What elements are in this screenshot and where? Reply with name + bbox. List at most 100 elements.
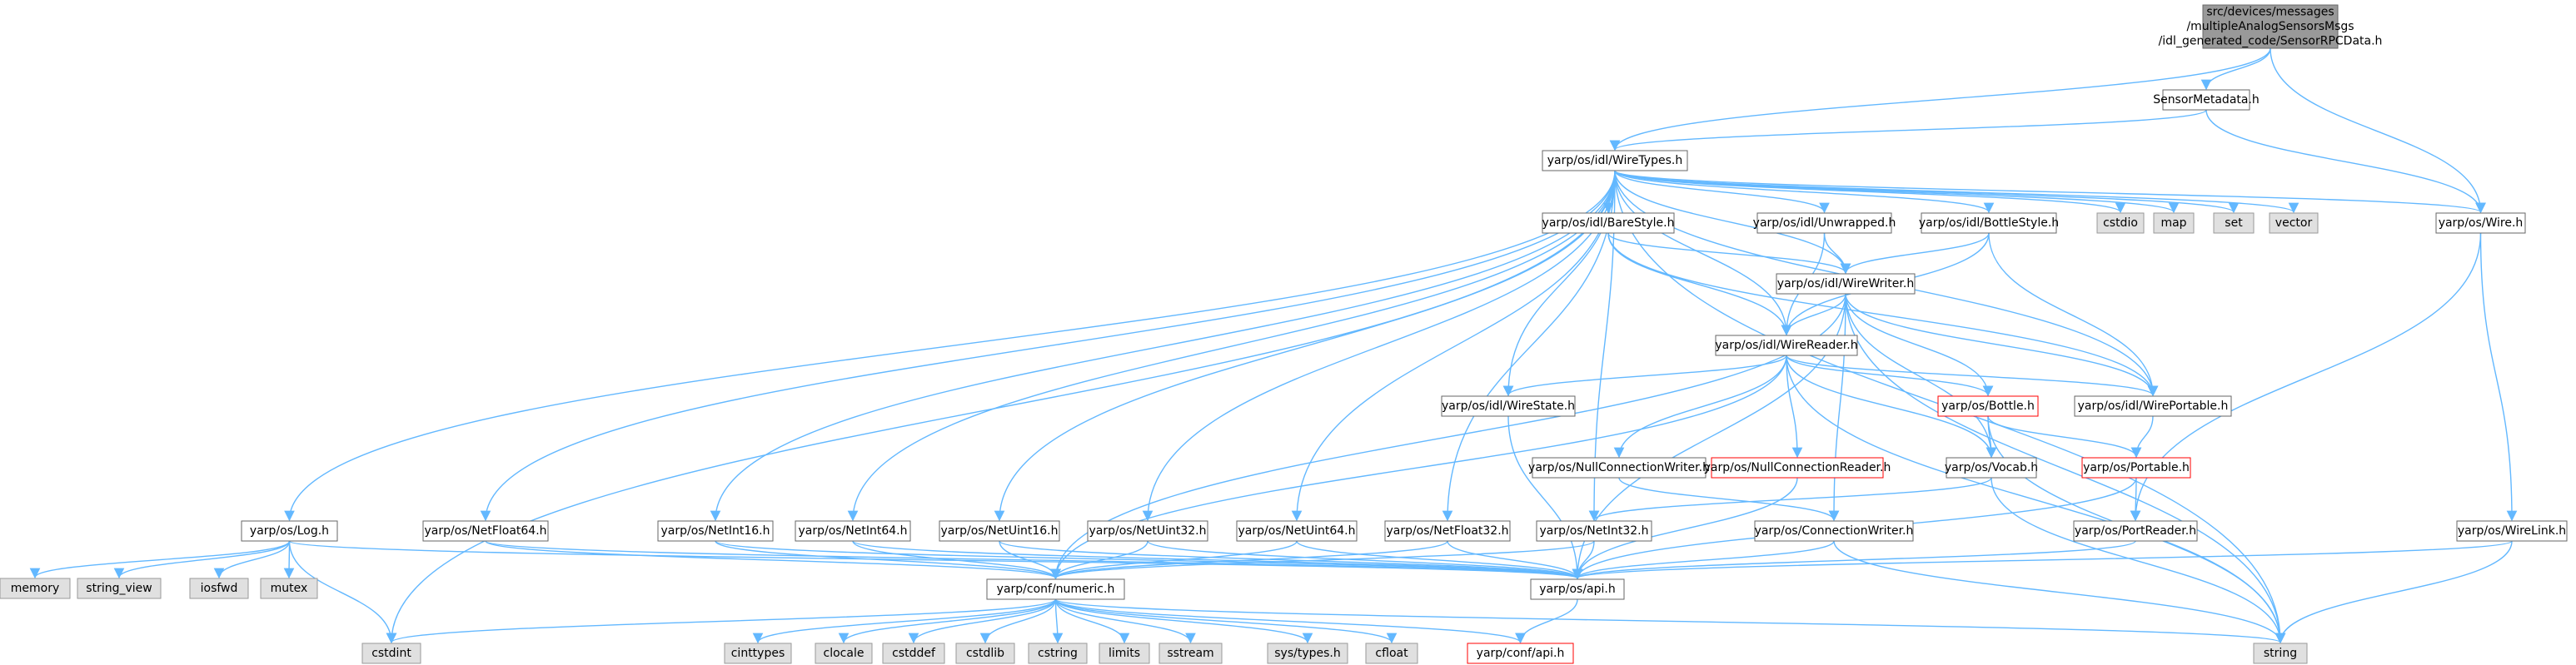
node-label: string_view <box>86 582 152 595</box>
edge-barestyle-to-wireportable <box>1607 232 2159 397</box>
edge-wirewriter-to-connectionwriter <box>1828 293 1846 522</box>
edge-wiretypes-to-netuint64 <box>1291 170 1616 522</box>
node-portreader[interactable]: yarp/os/PortReader.h <box>2073 520 2198 542</box>
node-box <box>422 520 549 542</box>
node-box <box>2202 4 2339 49</box>
node-netint64[interactable]: yarp/os/NetInt64.h <box>795 520 911 542</box>
node-barestyle[interactable]: yarp/os/idl/BareStyle.h <box>1542 212 1675 234</box>
node-label: yarp/os/idl/WireWriter.h <box>1777 277 1914 290</box>
node-bottlestyle[interactable]: yarp/os/idl/BottleStyle.h <box>1919 212 2059 234</box>
node-root[interactable]: src/devices/messages/multipleAnalogSenso… <box>2159 4 2383 49</box>
node-cstdint: cstdint <box>361 643 421 664</box>
edge-root-to-wiretypes <box>1609 47 2271 151</box>
node-label: iosfwd <box>201 582 238 595</box>
node-wire[interactable]: yarp/os/Wire.h <box>2435 212 2526 234</box>
node-box <box>939 520 1060 542</box>
node-netint16[interactable]: yarp/os/NetInt16.h <box>657 520 774 542</box>
node-nullconnectionreader[interactable]: yarp/os/NullConnectionReader.h <box>1704 457 1891 479</box>
edge-nullconnectionwriter-to-connectionwriter <box>1618 477 1840 522</box>
node-netuint16[interactable]: yarp/os/NetUint16.h <box>939 520 1060 542</box>
edge-sensormetadata-to-wiretypes <box>1610 109 2207 151</box>
node-label: vector <box>2275 216 2313 230</box>
node-cstring: cstring <box>1028 643 1088 664</box>
edge-barestyle-to-wirewriter <box>1607 232 1851 275</box>
edge-barestyle-to-wirereader <box>1607 232 1792 336</box>
node-label: yarp/os/NetFloat64.h <box>424 524 546 538</box>
edge-wirereader-to-vocab <box>1786 355 1997 459</box>
edge-root-to-wire <box>2270 47 2486 214</box>
node-box <box>1921 212 2057 234</box>
node-connectionwriter[interactable]: yarp/os/ConnectionWriter.h <box>1754 520 1914 542</box>
node-wireportable[interactable]: yarp/os/idl/WirePortable.h <box>2074 395 2232 417</box>
node-bottle[interactable]: yarp/os/Bottle.h <box>1937 395 2039 417</box>
edge-api-to-confapi <box>1515 598 1578 644</box>
edge-wirelink-to-string <box>2275 540 2513 644</box>
node-box <box>1365 643 1418 664</box>
node-label: memory <box>11 582 60 595</box>
node-log[interactable]: yarp/os/Log.h <box>241 520 338 542</box>
node-label: cstdint <box>371 647 411 660</box>
node-nullconnectionwriter[interactable]: yarp/os/NullConnectionWriter.h <box>1528 457 1710 479</box>
node-vocab[interactable]: yarp/os/Vocab.h <box>1945 457 2038 479</box>
edge-log-to-string-view <box>113 540 291 579</box>
node-label: yarp/os/ConnectionWriter.h <box>1755 524 1914 538</box>
node-label: SensorMetadata.h <box>2153 93 2260 107</box>
edge-wire-to-wirelink <box>2479 232 2518 522</box>
node-box <box>1158 643 1223 664</box>
node-label: yarp/os/NetUint32.h <box>1089 524 1206 538</box>
node-label: yarp/os/idl/WireReader.h <box>1715 339 1857 352</box>
node-string: string <box>2253 643 2308 664</box>
node-netfloat32[interactable]: yarp/os/NetFloat32.h <box>1384 520 1511 542</box>
edge-netuint64-to-api <box>1296 540 1583 580</box>
edge-wiretypes-to-netfloat64 <box>480 170 1616 522</box>
node-label: yarp/os/Vocab.h <box>1945 461 2038 474</box>
node-wirestate[interactable]: yarp/os/idl/WireState.h <box>1441 395 1576 417</box>
edge-netint16-to-api <box>715 540 1582 580</box>
node-wirelink[interactable]: yarp/os/WireLink.h <box>2456 520 2568 542</box>
node-box <box>2253 643 2308 664</box>
node-vector: vector <box>2269 212 2319 234</box>
node-wirewriter[interactable]: yarp/os/idl/WireWriter.h <box>1776 273 1916 295</box>
node-label: yarp/os/idl/WireTypes.h <box>1547 154 1682 167</box>
node-box <box>1946 457 2037 479</box>
node-netfloat64[interactable]: yarp/os/NetFloat64.h <box>422 520 549 542</box>
node-label: cstddef <box>892 647 936 660</box>
edge-numeric-to-confapi <box>1054 598 1526 644</box>
node-label: /idl_generated_code/SensorRPCData.h <box>2159 34 2383 47</box>
node-box <box>1087 520 1208 542</box>
node-box <box>1441 395 1576 417</box>
edge-netint64-to-numeric <box>852 540 1061 580</box>
node-label: yarp/conf/api.h <box>1477 647 1565 660</box>
edge-log-to-memory <box>29 540 291 579</box>
edge-wirewriter-to-vocab <box>1845 293 1997 459</box>
edge-netuint64-to-numeric <box>1050 540 1298 580</box>
node-unwrapped[interactable]: yarp/os/idl/Unwrapped.h <box>1753 212 1896 234</box>
edge-root-to-sensormetadata <box>2200 47 2271 91</box>
node-sensormetadata[interactable]: SensorMetadata.h <box>2153 89 2260 111</box>
node-label: cstdio <box>2103 216 2138 230</box>
node-netint32[interactable]: yarp/os/NetInt32.h <box>1536 520 1652 542</box>
edge-numeric-to-limits <box>1054 598 1130 644</box>
node-cinttypes: cinttypes <box>724 643 792 664</box>
node-string-view: string_view <box>77 578 162 599</box>
node-api[interactable]: yarp/os/api.h <box>1530 578 1625 600</box>
node-confapi[interactable]: yarp/conf/api.h <box>1467 643 1574 664</box>
node-label: yarp/os/NetInt32.h <box>1539 524 1648 538</box>
node-netuint32[interactable]: yarp/os/NetUint32.h <box>1087 520 1208 542</box>
edge-wirewriter-to-wireportable <box>1845 293 2159 397</box>
node-wiretypes[interactable]: yarp/os/idl/WireTypes.h <box>1542 150 1688 171</box>
edge-unwrapped-to-wirewriter <box>1823 232 1851 275</box>
node-box <box>1711 457 1884 479</box>
node-netuint64[interactable]: yarp/os/NetUint64.h <box>1236 520 1358 542</box>
edge-netfloat32-to-numeric <box>1050 540 1448 580</box>
node-box <box>260 578 318 599</box>
node-wirereader[interactable]: yarp/os/idl/WireReader.h <box>1715 335 1858 356</box>
edge-netfloat64-to-numeric <box>485 540 1061 580</box>
node-label: yarp/os/idl/Unwrapped.h <box>1753 216 1896 230</box>
node-portable[interactable]: yarp/os/Portable.h <box>2081 457 2191 479</box>
node-box <box>1532 457 1707 479</box>
node-label: yarp/os/WireLink.h <box>2458 524 2566 538</box>
node-numeric[interactable]: yarp/conf/numeric.h <box>986 578 1125 600</box>
edge-wiretypes-to-log <box>284 170 1616 522</box>
node-label: yarp/os/Bottle.h <box>1941 399 2035 413</box>
